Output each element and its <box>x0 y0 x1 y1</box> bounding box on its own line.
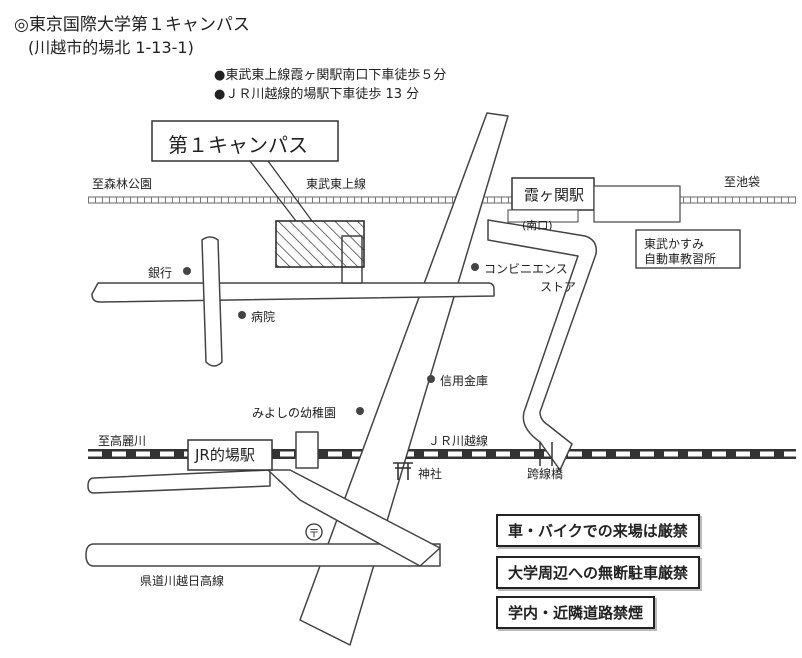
jr-west-label: 至高麗川 <box>98 434 147 448</box>
driving-school-label-1: 東武かすみ <box>644 237 705 251</box>
bank-label: 銀行 <box>148 266 173 280</box>
station-front-road <box>87 469 271 494</box>
station-north-road <box>295 431 319 469</box>
post-office-icon: 〒 <box>305 523 323 541</box>
route-road <box>85 543 441 567</box>
campus-callout-label: 第１キャンパス <box>168 133 308 157</box>
convenience-label-2: ストア <box>540 280 577 294</box>
kasumigaseki-platform <box>593 185 681 223</box>
north-south-road-west <box>201 236 223 367</box>
matoba-station-label: JR的場駅 <box>195 446 255 464</box>
diagonal-south-road <box>267 469 441 567</box>
access-jr: ●ＪＲ川越線的場駅下車徒歩 13 分 <box>214 87 420 102</box>
shrine-gate-icon <box>393 462 413 480</box>
tobu-east-label: 至池袋 <box>724 175 761 189</box>
shrine-label: 神社 <box>418 467 443 481</box>
route-label: 県道川越日高線 <box>140 574 225 588</box>
tobu-west-label: 至森林公園 <box>92 177 153 191</box>
tobu-line-label: 東武東上線 <box>306 177 367 191</box>
notice-no-smoking: 学内・近隣道路禁煙 <box>496 596 656 629</box>
campus-title: ◎東京国際大学第１キャンパス <box>14 15 250 35</box>
access-tobu: ●東武東上線霞ヶ関駅南口下車徒歩５分 <box>214 68 447 83</box>
landmark-dots <box>183 263 479 415</box>
campus-building <box>275 220 365 268</box>
kindergarten-label: みよしの幼稚園 <box>252 406 337 420</box>
tobu-tojo-line <box>88 196 796 204</box>
notice-no-vehicles: 車・バイクでの来場は厳禁 <box>496 514 700 547</box>
overpass-label: 跨線橋 <box>527 467 564 481</box>
credit-union-label: 信用金庫 <box>440 374 489 388</box>
jr-line-label: ＪＲ川越線 <box>428 434 489 448</box>
kasumigaseki-exit-label: (南口) <box>522 219 553 232</box>
driving-school-box <box>635 229 741 269</box>
kasumigaseki-station-label: 霞ヶ関駅 <box>524 186 585 204</box>
svg-text:〒: 〒 <box>309 527 320 540</box>
campus-address: (川越市的場北 1-13-1) <box>28 38 194 57</box>
notice-no-parking: 大学周辺への無断駐車厳禁 <box>496 556 701 589</box>
roads <box>85 112 598 646</box>
east-west-road <box>91 282 495 303</box>
campus-callout-box <box>151 120 339 162</box>
callout-pointer <box>249 160 297 222</box>
hospital-label: 病院 <box>251 310 276 324</box>
convenience-label-1: コンビニエンス <box>484 262 568 276</box>
station-south-road <box>487 219 598 471</box>
matoba-station-box <box>187 439 273 471</box>
driving-school-label-2: 自動車教習所 <box>644 252 717 266</box>
